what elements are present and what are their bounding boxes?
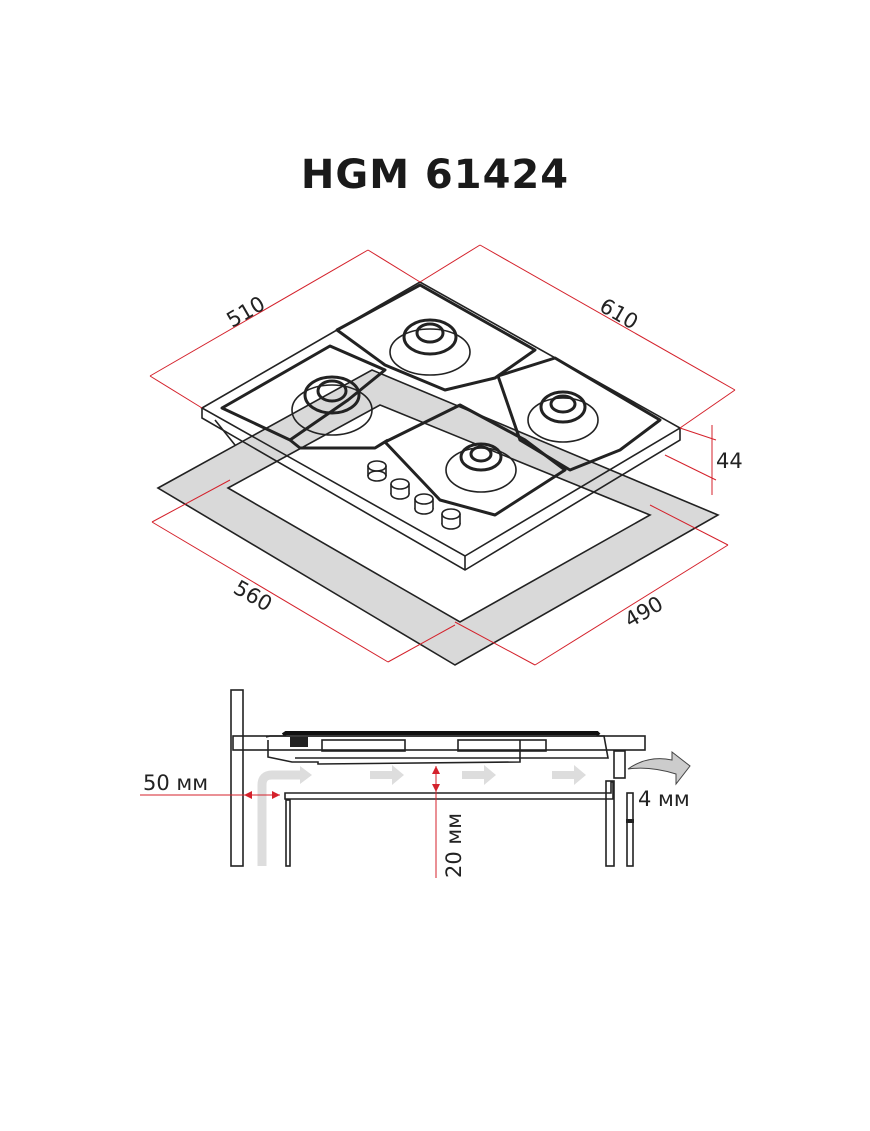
cutout-frame: [156, 369, 720, 666]
knob-icon: [414, 493, 434, 515]
dimension-height: 44: [664, 425, 743, 495]
burner-front-left: [291, 375, 373, 436]
burner-back-left: [389, 318, 471, 376]
installation-section: 50 мм 20 мм 4 мм: [140, 689, 691, 878]
cutout-width-label: 560: [230, 576, 277, 617]
width-label: 610: [596, 294, 643, 335]
knob-icon: [367, 460, 387, 482]
cabinet-top: [284, 781, 614, 800]
burner-front-right: [445, 442, 517, 493]
knob-icon: [441, 508, 461, 530]
pan-supports: [220, 283, 662, 517]
wall-clearance-label: 50 мм: [143, 771, 208, 795]
model-title: HGM 61424: [300, 152, 570, 198]
cutout-depth-label: 490: [621, 591, 668, 632]
height-label: 44: [716, 449, 743, 473]
air-gap-label: 20 мм: [442, 813, 466, 878]
air-outflow-arrow-icon: [627, 750, 691, 786]
rear-gap-label: 4 мм: [638, 787, 690, 811]
knob-icon: [390, 478, 410, 500]
depth-label: 510: [223, 291, 270, 332]
burner-back-right: [527, 390, 599, 443]
control-knobs: [367, 460, 461, 530]
wall: [230, 689, 244, 867]
